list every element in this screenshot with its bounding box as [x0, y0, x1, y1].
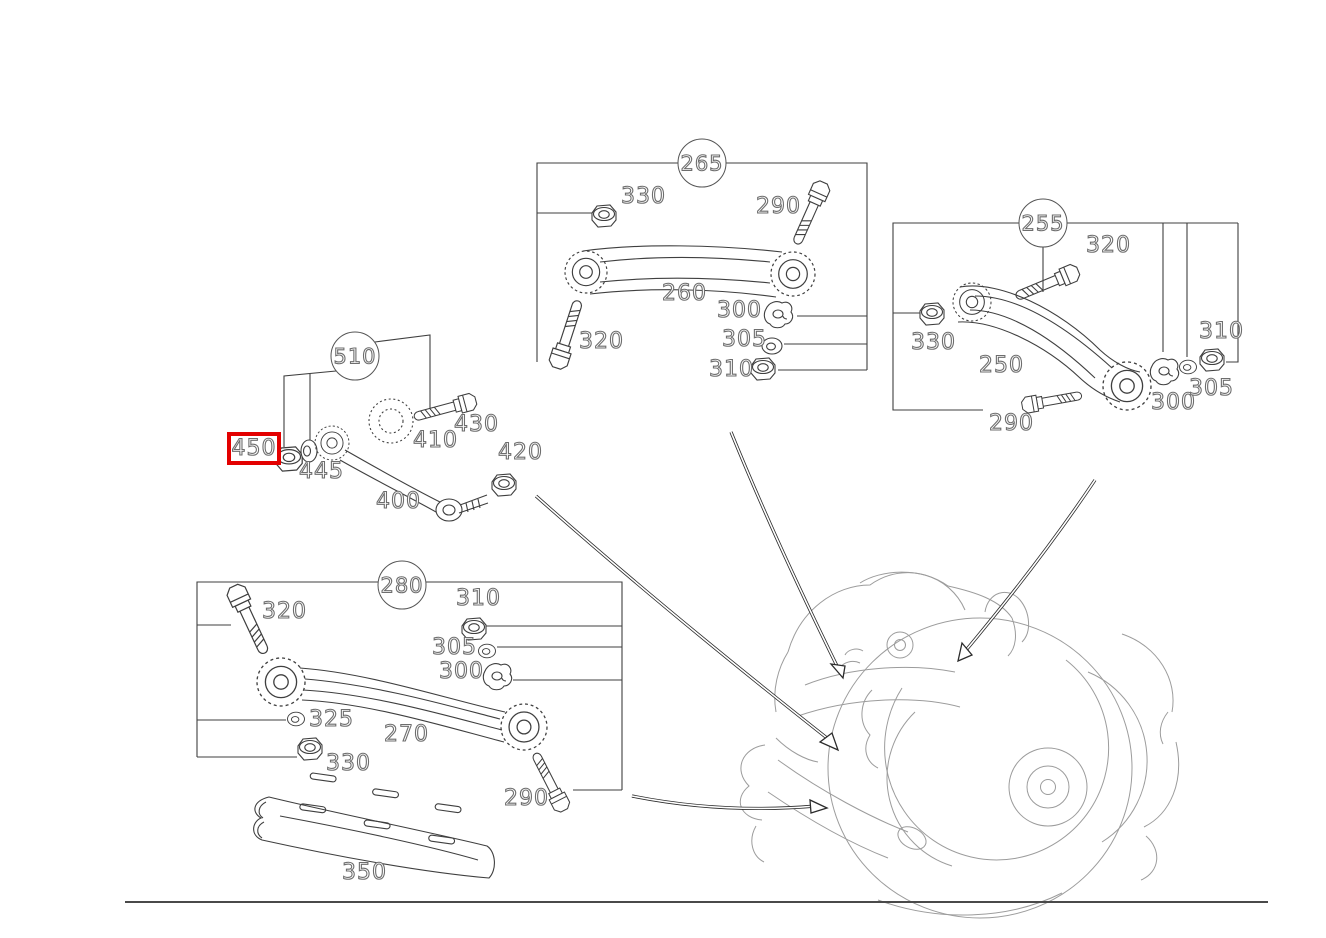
group-255-drawing	[892, 222, 1239, 415]
part-label-310[interactable]: 310	[455, 586, 501, 611]
cover-350-drawing	[253, 772, 495, 879]
part-label-325[interactable]: 325	[308, 707, 354, 732]
part-label-290[interactable]: 290	[503, 786, 549, 811]
group-callout-265[interactable]: 265	[677, 138, 727, 188]
part-label-450[interactable]: 450	[231, 435, 277, 461]
part-label-320[interactable]: 320	[1085, 233, 1131, 258]
highlight-box-450[interactable]: 450	[227, 432, 281, 465]
group-280-drawing	[196, 581, 623, 815]
part-label-320[interactable]: 320	[578, 329, 624, 354]
part-label-430[interactable]: 430	[453, 412, 499, 437]
part-label-420[interactable]: 420	[497, 440, 543, 465]
part-label-310[interactable]: 310	[1198, 319, 1244, 344]
group-callout-255[interactable]: 255	[1018, 198, 1068, 248]
part-label-260[interactable]: 260	[661, 281, 707, 306]
part-label-310[interactable]: 310	[708, 357, 754, 382]
part-label-300[interactable]: 300	[1150, 390, 1196, 415]
part-label-330[interactable]: 330	[620, 184, 666, 209]
part-label-305[interactable]: 305	[431, 635, 477, 660]
part-label-445[interactable]: 445	[298, 459, 344, 484]
group-510-drawing	[275, 334, 517, 522]
part-label-330[interactable]: 330	[910, 330, 956, 355]
part-label-300[interactable]: 300	[716, 298, 762, 323]
pointer-arrows	[534, 431, 1097, 814]
axle-assembly-drawing	[739, 571, 1180, 919]
part-label-290[interactable]: 290	[988, 411, 1034, 436]
part-label-410[interactable]: 410	[412, 428, 458, 453]
group-callout-510[interactable]: 510	[330, 331, 380, 381]
part-label-330[interactable]: 330	[325, 751, 371, 776]
group-callout-280[interactable]: 280	[377, 560, 427, 610]
part-label-400[interactable]: 400	[375, 489, 421, 514]
part-label-350[interactable]: 350	[341, 860, 387, 885]
part-label-290[interactable]: 290	[755, 194, 801, 219]
part-label-305[interactable]: 305	[1188, 376, 1234, 401]
part-label-250[interactable]: 250	[978, 353, 1024, 378]
part-label-300[interactable]: 300	[438, 659, 484, 684]
part-label-320[interactable]: 320	[261, 599, 307, 624]
part-label-270[interactable]: 270	[383, 722, 429, 747]
part-label-305[interactable]: 305	[721, 327, 767, 352]
